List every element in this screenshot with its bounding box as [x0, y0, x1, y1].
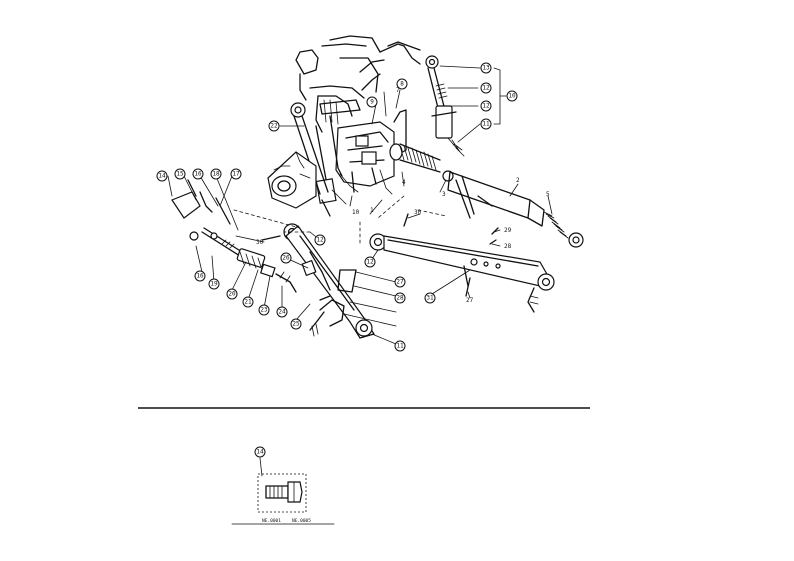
- callout-c21: 26: [280, 252, 292, 264]
- label-n11: 28: [504, 243, 512, 250]
- callout-c3: 12: [480, 100, 492, 112]
- svg-text:31: 31: [426, 295, 434, 302]
- callout-c9: 14: [156, 170, 168, 182]
- callout-c20: 25: [290, 318, 302, 330]
- callout-c22: 12: [314, 234, 326, 246]
- label-n4: 2: [516, 177, 520, 184]
- svg-text:27: 27: [396, 279, 404, 286]
- callout-c27: 31: [424, 292, 436, 304]
- svg-text:14: 14: [256, 449, 264, 456]
- callout-c14: 16: [194, 270, 206, 282]
- callout-c18: 23: [258, 304, 270, 316]
- callout-c24: 28: [394, 292, 406, 304]
- label-n2: 4: [402, 179, 406, 186]
- svg-text:28: 28: [396, 295, 404, 302]
- svg-text:12: 12: [316, 237, 324, 244]
- callout-c16: 20: [226, 288, 238, 300]
- callout-c6: 9: [366, 96, 378, 108]
- svg-text:21: 21: [244, 299, 252, 306]
- svg-text:12: 12: [482, 85, 490, 92]
- rocker-assembly: [315, 99, 361, 217]
- axle-housing: [267, 151, 317, 209]
- turnbuckle-left: [189, 227, 297, 293]
- svg-text:12: 12: [482, 103, 490, 110]
- svg-text:12: 12: [366, 259, 374, 266]
- check-rod-right: [387, 41, 465, 157]
- svg-text:26: 26: [282, 255, 290, 262]
- svg-text:16: 16: [194, 171, 202, 178]
- callout-c8: 22: [268, 120, 280, 132]
- callout-c19: 24: [276, 306, 288, 318]
- label-n1: 7: [396, 87, 400, 94]
- inset-bolt-detail: NE.0001 NE.0005: [231, 457, 335, 525]
- label-n10: 29: [504, 227, 512, 234]
- callout-c17: 21: [242, 296, 254, 308]
- callout-c1: 13: [480, 62, 492, 74]
- svg-text:9: 9: [370, 99, 374, 106]
- svg-text:14: 14: [158, 173, 166, 180]
- callout-c4: 11: [480, 118, 492, 130]
- svg-text:11: 11: [396, 343, 404, 350]
- svg-text:25: 25: [292, 321, 300, 328]
- pins: [261, 213, 499, 297]
- dashed-guides: [233, 195, 447, 247]
- lift-arm-left: [290, 102, 329, 195]
- svg-text:19: 19: [210, 281, 218, 288]
- leveling-spring: [389, 143, 441, 173]
- bolt-icon: [265, 481, 303, 503]
- label-n7: 10: [352, 209, 360, 216]
- callout-c23: 27: [394, 276, 406, 288]
- svg-text:16: 16: [196, 273, 204, 280]
- leader-lines: [167, 65, 553, 345]
- callout-c5: 10: [506, 90, 518, 102]
- callout-c2: 12: [480, 82, 492, 94]
- label-n9: 30: [414, 209, 422, 216]
- svg-text:15: 15: [176, 171, 184, 178]
- callout-c11: 16: [192, 168, 204, 180]
- callout-c10: 15: [174, 168, 186, 180]
- svg-text:11: 11: [482, 121, 490, 128]
- callout-c15: 19: [208, 278, 220, 290]
- inset-caption-left: NE.0001: [262, 518, 281, 524]
- label-n5: 5: [546, 191, 550, 198]
- svg-text:18: 18: [212, 171, 220, 178]
- lower-link-left: [283, 223, 375, 339]
- callout-c25: 11: [394, 340, 406, 352]
- callout-c26: 12: [364, 256, 376, 268]
- inset-frame: [257, 473, 307, 513]
- check-chain-left: [301, 251, 357, 337]
- svg-text:23: 23: [260, 307, 268, 314]
- label-n6: 1: [370, 207, 374, 214]
- svg-text:20: 20: [228, 291, 236, 298]
- svg-text:10: 10: [508, 93, 516, 100]
- callout-c12: 18: [210, 168, 222, 180]
- leveling-box-rod: [442, 170, 584, 248]
- label-n8: 30: [256, 239, 264, 246]
- svg-text:24: 24: [278, 309, 286, 316]
- valve-block: [335, 109, 407, 195]
- lower-link-right: [369, 233, 555, 313]
- svg-text:22: 22: [270, 123, 278, 130]
- callout-c13: 17: [230, 168, 242, 180]
- callout-c7: 8: [396, 78, 408, 90]
- callout-c28: 14: [254, 446, 266, 458]
- label-n3: 3: [442, 191, 446, 198]
- label-n12: 27: [466, 297, 474, 304]
- svg-text:13: 13: [482, 65, 490, 72]
- svg-text:8: 8: [400, 81, 404, 88]
- stabilizer-bracket: [171, 179, 231, 240]
- inset-caption-right: NE.0005: [292, 518, 311, 524]
- rear-housing: [295, 35, 421, 133]
- svg-text:17: 17: [232, 171, 240, 178]
